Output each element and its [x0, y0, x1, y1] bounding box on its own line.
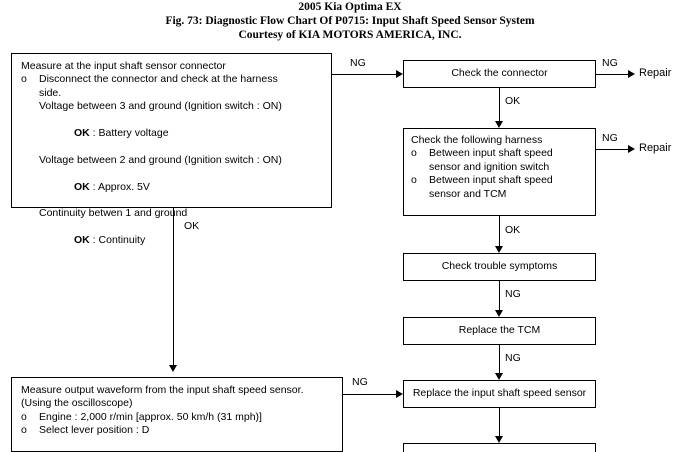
page-title-figure: Fig. 73: Diagnostic Flow Chart Of P0715:… [165, 15, 535, 27]
measure-connector-title: Measure at the input shaft sensor connec… [21, 60, 226, 72]
bullet-marker: o [21, 410, 27, 423]
edge-label-ok-1: OK [505, 95, 521, 107]
node-check-trouble-symptoms: Check trouble symptoms [403, 253, 596, 281]
node-bottom-cropped [403, 443, 596, 452]
node-check-the-connector: Check the connector [403, 60, 596, 88]
check-harness-title: Check the following harness [411, 134, 543, 146]
edge-label-ng-2: NG [602, 57, 618, 69]
edge-check-connector-to-repair [596, 74, 628, 75]
edge-trouble-symptoms-to-replace-tcm [499, 281, 500, 310]
measure-connector-line-8: OK : Continuity [39, 221, 282, 261]
arrowhead-right [628, 144, 635, 153]
edge-waveform-to-replace-sensor [343, 394, 396, 395]
edge-label-ng-6: NG [352, 376, 368, 388]
ok-value-1: : Battery voltage [89, 127, 169, 140]
ok-label-2: OK [74, 180, 90, 193]
edge-measure-connector-to-waveform [173, 208, 174, 365]
measure-connector-line-2: side. [39, 86, 62, 99]
check-trouble-symptoms-label: Check trouble symptoms [441, 260, 558, 273]
arrowhead-down [494, 436, 503, 443]
arrowhead-right [628, 69, 635, 78]
edge-harness-to-repair [596, 149, 628, 150]
waveform-item-1: Engine : 2,000 r/min [approx. 50 km/h (3… [39, 410, 262, 423]
edge-replace-tcm-to-replace-sensor [499, 345, 500, 373]
check-connector-label: Check the connector [451, 67, 548, 80]
harness-item-2-line-2: sensor and TCM [429, 187, 507, 200]
edge-replace-sensor-to-bottom [499, 408, 500, 436]
measure-connector-line-3: Voltage between 3 and ground (Ignition s… [39, 100, 282, 113]
harness-item-1-line-2: sensor and ignition switch [429, 160, 550, 173]
ok-label-1: OK [74, 127, 90, 140]
arrowhead-down [494, 373, 503, 380]
measure-connector-line-6: OK : Approx. 5V [39, 167, 282, 207]
ok-value-3: : Continuity [89, 234, 146, 247]
page-title-courtesy: Courtesy of KIA MOTORS AMERICA, INC. [238, 29, 462, 41]
node-measure-at-connector: Measure at the input shaft sensor connec… [11, 53, 332, 246]
bullet-marker: o [411, 174, 417, 187]
replace-sensor-label: Replace the input shaft speed sensor [412, 387, 587, 400]
measure-connector-line-4: OK : Battery voltage [39, 114, 282, 154]
measure-waveform-line-1: Measure output waveform from the input s… [21, 384, 304, 396]
edge-check-connector-to-harness [499, 88, 500, 121]
edge-label-ok-3: OK [184, 220, 200, 232]
measure-connector-line-7: Continuity betwen 1 and ground [39, 207, 188, 220]
arrowhead-right [396, 389, 403, 398]
harness-item-2-line-1: Between input shaft speed [429, 174, 553, 187]
terminal-repair-1: Repair [639, 67, 672, 79]
terminal-repair-2: Repair [639, 142, 672, 154]
bullet-marker: o [411, 147, 417, 160]
harness-item-1-line-1: Between input shaft speed [429, 147, 553, 160]
node-replace-input-shaft-speed-sensor: Replace the input shaft speed sensor [403, 380, 596, 408]
ok-value-2: : Approx. 5V [89, 180, 150, 193]
measure-connector-line-1: Disconnect the connector and check at th… [39, 73, 278, 86]
arrowhead-down [168, 365, 177, 372]
replace-tcm-label: Replace the TCM [458, 324, 541, 337]
edge-label-ok-2: OK [505, 224, 521, 236]
measure-waveform-line-2: (Using the oscilloscope) [21, 397, 133, 410]
measure-connector-line-5: Voltage between 2 and ground (Ignition s… [39, 153, 282, 166]
edge-label-ng-5: NG [505, 352, 521, 364]
bullet-marker: o [21, 73, 27, 86]
waveform-item-2: Select lever position : D [39, 424, 150, 437]
node-measure-output-waveform: Measure output waveform from the input s… [11, 377, 343, 452]
node-check-following-harness: Check the following harness o Between in… [403, 128, 596, 216]
edge-label-ng-3: NG [602, 132, 618, 144]
edge-label-ng-4: NG [505, 288, 521, 300]
edge-harness-to-trouble-symptoms [499, 216, 500, 246]
arrowhead-right [396, 69, 403, 78]
bottom-cropped-label [404, 444, 595, 448]
arrowhead-down [494, 121, 503, 128]
ok-label-3: OK [74, 234, 90, 247]
arrowhead-down [494, 246, 503, 253]
bullet-marker: o [21, 424, 27, 437]
node-replace-tcm: Replace the TCM [403, 317, 596, 345]
arrowhead-down [494, 310, 503, 317]
page-title-model: 2005 Kia Optima EX [298, 1, 402, 13]
edge-measure-to-check-connector [332, 74, 396, 75]
edge-label-ng-1: NG [350, 57, 366, 69]
